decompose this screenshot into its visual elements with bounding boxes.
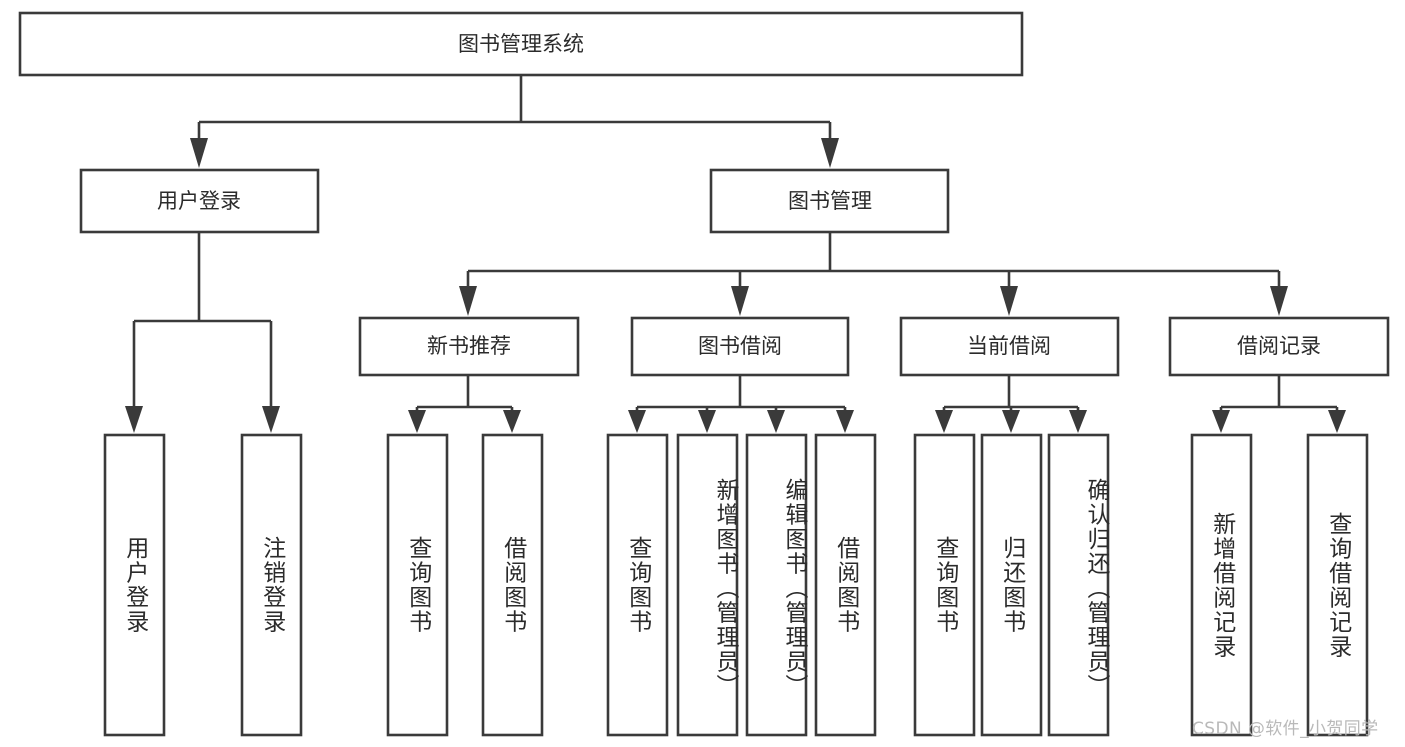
node-box-leaf-borrow-4[interactable] — [814, 433, 877, 737]
arrow-root-to-book-mgmt — [821, 138, 839, 168]
label-book-management: 图书管理 — [788, 189, 872, 213]
node-box-root[interactable] — [18, 11, 1024, 77]
arrow-current-leaf-3 — [1069, 410, 1087, 433]
node-box-leaf-borrow-3[interactable] — [745, 433, 808, 737]
node-box-leaf-current-2[interactable] — [980, 433, 1043, 737]
arrow-recommend-leaf-2 — [503, 410, 521, 433]
connector-layer — [125, 76, 1346, 433]
node-box-leaf-recommend-1[interactable] — [386, 433, 449, 737]
node-box-leaf-borrow-1[interactable] — [606, 433, 669, 737]
csdn-watermark: CSDN @软件_小贺同学 — [1192, 719, 1379, 739]
node-box-user-login[interactable] — [79, 168, 320, 234]
label-user-login: 用户登录 — [157, 189, 241, 213]
node-box-book-borrow[interactable] — [630, 316, 850, 377]
arrow-book-mgmt-child-2 — [731, 286, 749, 316]
arrow-borrow-leaf-1 — [628, 410, 646, 433]
node-box-leaf-user-login-1[interactable] — [103, 433, 166, 737]
node-box-book-management[interactable] — [709, 168, 950, 234]
node-box-leaf-current-1[interactable] — [913, 433, 976, 737]
arrow-current-leaf-1 — [935, 410, 953, 433]
arrow-borrow-leaf-2 — [698, 410, 716, 433]
node-box-new-book-recommend[interactable] — [358, 316, 580, 377]
arrow-book-mgmt-child-3 — [1000, 286, 1018, 316]
node-box-leaf-records-2[interactable] — [1306, 433, 1369, 737]
arrow-book-mgmt-child-1 — [459, 286, 477, 316]
label-book-borrow: 图书借阅 — [698, 334, 782, 358]
arrow-borrow-leaf-4 — [836, 410, 854, 433]
node-box-leaf-borrow-2[interactable] — [676, 433, 739, 737]
node-box-leaf-user-login-2[interactable] — [240, 433, 303, 737]
arrow-book-mgmt-child-4 — [1270, 286, 1288, 316]
arrow-borrow-leaf-3 — [767, 410, 785, 433]
arrow-recommend-leaf-1 — [408, 410, 426, 433]
arrow-records-leaf-2 — [1328, 410, 1346, 433]
arrow-records-leaf-1 — [1212, 410, 1230, 433]
label-new-book-recommend: 新书推荐 — [427, 334, 511, 358]
node-box-borrow-records[interactable] — [1168, 316, 1390, 377]
node-box-current-borrow[interactable] — [899, 316, 1120, 377]
arrow-user-login-child-2 — [262, 406, 280, 433]
horizontal-label-layer: 图书管理系统 用户登录 图书管理 新书推荐 图书借阅 当前借阅 借阅记录 — [157, 32, 1321, 358]
node-box-leaf-records-1[interactable] — [1190, 433, 1253, 737]
label-borrow-records: 借阅记录 — [1237, 334, 1321, 358]
node-box-layer — [18, 11, 1390, 737]
node-box-leaf-current-3[interactable] — [1047, 433, 1110, 737]
label-root: 图书管理系统 — [458, 32, 584, 56]
arrow-user-login-child-1 — [125, 406, 143, 433]
arrow-root-to-user-login — [190, 138, 208, 168]
label-current-borrow: 当前借阅 — [967, 334, 1051, 358]
node-box-leaf-recommend-2[interactable] — [481, 433, 544, 737]
arrow-current-leaf-2 — [1002, 410, 1020, 433]
